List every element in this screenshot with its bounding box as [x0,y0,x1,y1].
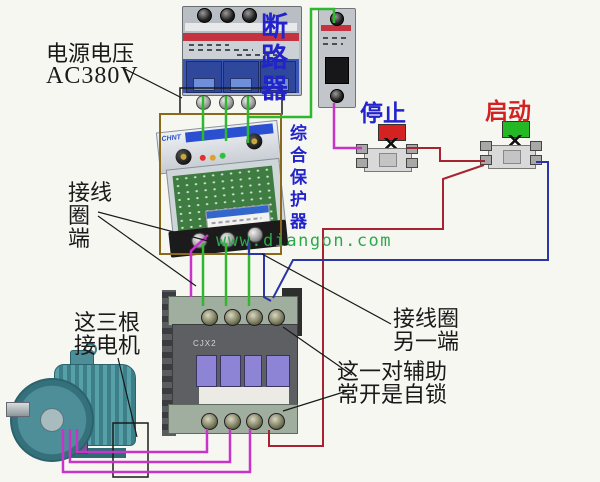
indicator-led-red [199,154,207,162]
contactor-contact-window-1 [196,355,217,387]
start-button-base [488,145,536,169]
watermark: www.diangon.com [216,231,393,251]
coil-terminal-label: 接线 圈 端 [68,181,112,250]
breaker-label: 断路器 [257,12,287,105]
coil-terminal-line2: 圈 [68,203,91,228]
stop-pushbutton [356,124,418,172]
coil-other-end-line1: 接线圈 [393,306,460,331]
stop-terminal-left-1 [356,144,368,154]
aux-breaker-top-terminal [330,12,344,26]
breaker-top-screw-1 [197,8,212,23]
stop-button-label: 停止 [360,101,406,126]
contactor-top-terminal-2 [224,309,241,326]
breaker-red-stripe [183,33,299,41]
protector-brand: CHNT [161,134,182,144]
motor-front-flange [10,378,94,462]
three-phase-motor [6,343,140,464]
contactor-top-terminal-coil [268,309,285,326]
aux-breaker-bottom-terminal [330,89,344,103]
contactor-top-terminal-strip [168,296,298,326]
start-pushbutton [480,121,542,169]
contactor-bottom-terminal-1 [201,413,218,430]
start-button-label: 启动 [485,99,531,124]
contactor-bottom-terminal-strip [168,404,298,434]
ac-contactor: CJX2 [162,286,302,438]
wire-blue-start-to-coil [272,161,549,299]
stop-button-base [364,148,412,172]
breaker-markings [189,44,229,46]
power-voltage-line1: 电源电压 [46,41,135,66]
breaker-toggle-2 [230,78,252,91]
contactor-bottom-terminal-3 [246,413,263,430]
contactor-bottom-terminal-aux [268,413,285,430]
contactor-contact-window-2 [220,355,241,387]
contactor-model: CJX2 [193,339,217,348]
start-terminal-left-1 [480,141,492,151]
breaker-bottom-terminal-2 [219,95,234,110]
protector-label: 综合保护器 [287,124,306,234]
breaker-bottom-terminal-3 [241,95,256,110]
breaker-pole-2 [223,61,259,93]
motor-shaft-hub [40,408,64,432]
control-circuit-breaker [318,8,356,108]
knob-screw [180,153,187,161]
contactor-top-terminal-3 [246,309,263,326]
breaker-markings [189,49,253,51]
power-voltage-label: 电源电压 AC380V [46,42,139,88]
stop-button-contact-block [379,153,397,167]
contactor-contact-window-4 [266,355,290,387]
contactor-contact-window-3 [244,355,262,387]
start-terminal-right-1 [530,141,542,151]
aux-contact-label: 这一对辅助 常开是自锁 [337,360,447,406]
motor-shaft [6,402,30,417]
coil-terminal-line3: 端 [68,226,91,251]
aux-breaker-toggle [325,57,349,84]
contactor-label-strip [199,387,289,404]
knob-screw [251,138,258,145]
indicator-led-green [219,152,226,160]
breaker-bottom-terminal-1 [196,95,211,110]
breaker-top-screw-3 [242,8,257,23]
contactor-top-terminal-1 [201,309,218,326]
coil-other-end-line2: 另一端 [393,329,460,354]
coil-terminal-line1: 接线 [68,180,113,205]
stop-terminal-right-2 [406,158,418,168]
protector-terminal-1 [190,231,209,250]
start-terminal-left-2 [480,155,492,165]
contactor-bottom-terminal-2 [224,413,241,430]
aux-breaker-markings [323,43,343,45]
stop-terminal-left-2 [356,158,368,168]
motor-wires-line1: 这三根 [74,310,141,335]
start-terminal-right-2 [530,155,542,165]
motor-wires-label: 这三根 接电机 [74,311,140,357]
protector-adjust-knob-left [174,148,193,166]
breaker-label-band [185,23,297,31]
stop-button-spring [381,138,401,149]
stop-terminal-right-1 [406,144,418,154]
indicator-led-yellow [209,154,217,162]
wire-red-stop-to-start [407,147,485,162]
coil-other-end-label: 接线圈 另一端 [393,307,459,353]
aux-breaker-brand-stripe [321,25,351,31]
start-button-spring [505,135,525,146]
breaker-top-screw-2 [220,8,235,23]
aux-breaker-markings [323,37,349,39]
contactor-body: CJX2 [172,324,298,408]
breaker-toggle-1 [193,78,215,91]
protector-adjust-knob-right [245,132,264,151]
power-voltage-line2: AC380V [46,63,139,89]
start-button-contact-block [503,150,521,164]
aux-contact-line2: 常开是自锁 [337,382,448,407]
breaker-pole-1 [186,61,222,93]
motor-wires-line2: 接电机 [74,333,141,358]
aux-contact-line1: 这一对辅助 [337,359,448,384]
